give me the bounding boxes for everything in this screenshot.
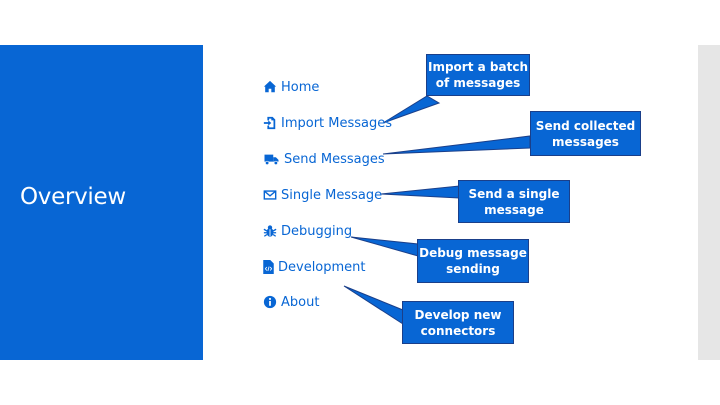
nav-item-debugging[interactable]: Debugging	[263, 222, 352, 240]
code-file-icon	[263, 260, 274, 274]
slide-title: Overview	[20, 184, 126, 210]
nav-item-label: About	[281, 294, 320, 310]
nav-item-label: Import Messages	[281, 115, 393, 131]
callout-import: Import a batch of messages	[426, 54, 530, 96]
nav-item-development[interactable]: Development	[263, 258, 366, 276]
nav-item-label: Debugging	[281, 223, 353, 239]
callout-single: Send a single message	[458, 180, 570, 223]
callout-send: Send collected messages	[530, 111, 641, 156]
pointer-send	[382, 135, 531, 155]
pointer-import	[382, 95, 441, 124]
nav-item-send-messages[interactable]: Send Messages	[263, 150, 385, 168]
nav-item-label: Home	[281, 79, 320, 95]
pointer-debug	[350, 236, 419, 257]
pointer-single	[380, 185, 460, 199]
truck-icon	[263, 152, 280, 166]
callout-develop: Develop new connectors	[402, 301, 514, 344]
right-edge-strip	[698, 45, 720, 360]
home-icon	[263, 80, 277, 94]
title-panel	[0, 45, 203, 360]
envelope-icon	[263, 188, 277, 202]
nav-item-home[interactable]: Home	[263, 78, 319, 96]
info-icon	[263, 295, 277, 309]
bug-icon	[263, 224, 277, 238]
nav-item-label: Development	[278, 259, 366, 275]
import-icon	[263, 116, 277, 130]
nav-item-label: Single Message	[281, 187, 383, 203]
nav-item-single-message[interactable]: Single Message	[263, 186, 382, 204]
nav-item-import-messages[interactable]: Import Messages	[263, 114, 392, 132]
pointer-develop	[343, 285, 404, 325]
nav-item-about[interactable]: About	[263, 293, 319, 311]
callout-debug: Debug message sending	[417, 239, 529, 283]
nav-item-label: Send Messages	[284, 151, 385, 167]
